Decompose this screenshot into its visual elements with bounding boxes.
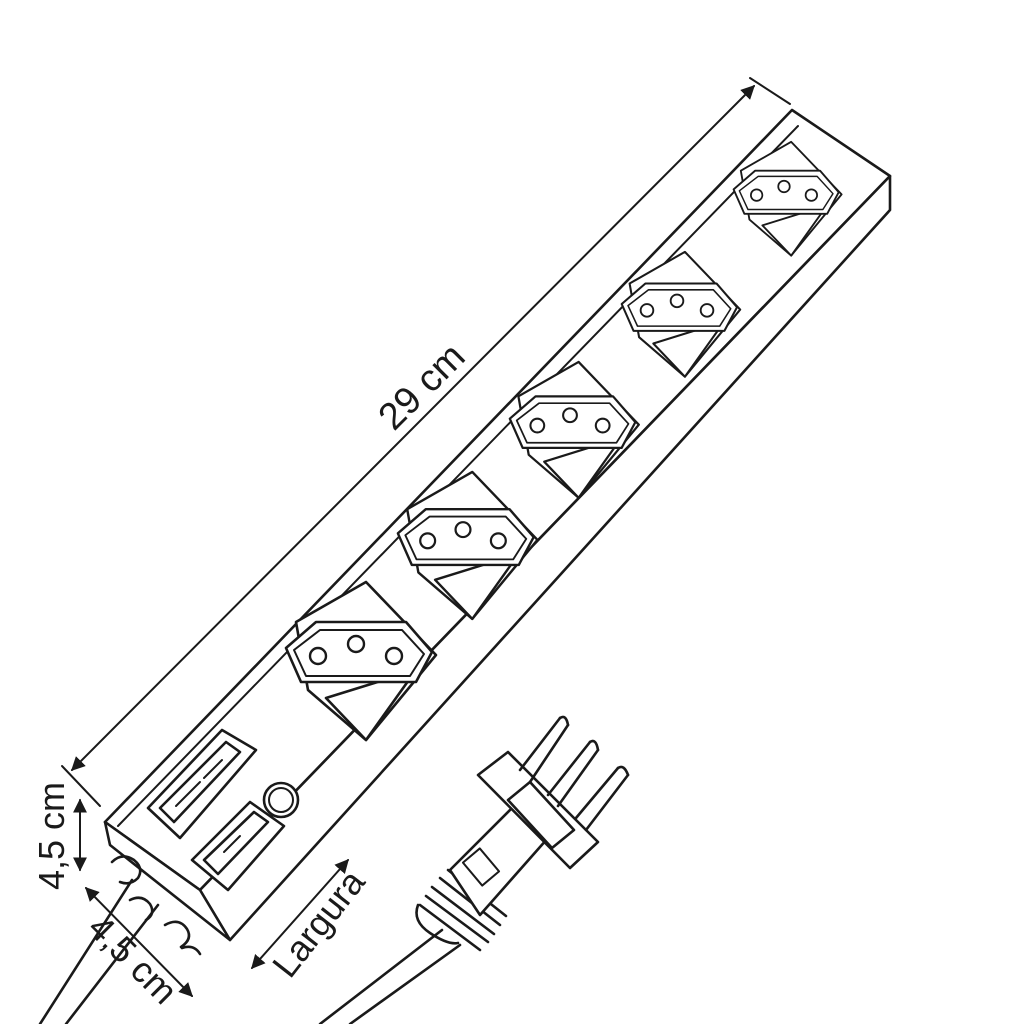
outlet-pin-hole	[529, 417, 546, 434]
length-label: 29 cm	[371, 335, 474, 438]
outlet-pin-hole	[419, 532, 437, 550]
outlet-pin-hole	[669, 293, 685, 309]
outlet-pin-hole	[454, 521, 472, 539]
outlet-pin-hole	[489, 532, 507, 550]
outlet-pin-hole	[639, 303, 655, 318]
dimension-height: 4,5 cm	[31, 782, 87, 890]
outlet-pin-hole	[346, 634, 366, 654]
strip-edge-line	[117, 125, 799, 827]
dimension-depth: 4,5 cm	[80, 887, 193, 1012]
outlet-pin-hole	[308, 646, 328, 666]
outlet-pin-hole	[562, 407, 578, 424]
outlet	[732, 140, 843, 257]
height-label: 4,5 cm	[31, 782, 72, 890]
indicator-light	[262, 781, 300, 819]
outlet-pin-hole	[750, 188, 764, 202]
secondary-switch	[190, 800, 286, 892]
outlet-pin-hole	[777, 179, 791, 194]
strip-end-cap	[103, 820, 232, 942]
plug	[318, 715, 630, 1024]
outlet-pin-hole	[384, 646, 404, 666]
outlet-pin-hole	[804, 188, 818, 202]
outlet-pin-hole	[699, 303, 715, 318]
outlet-pin-hole	[594, 417, 611, 434]
